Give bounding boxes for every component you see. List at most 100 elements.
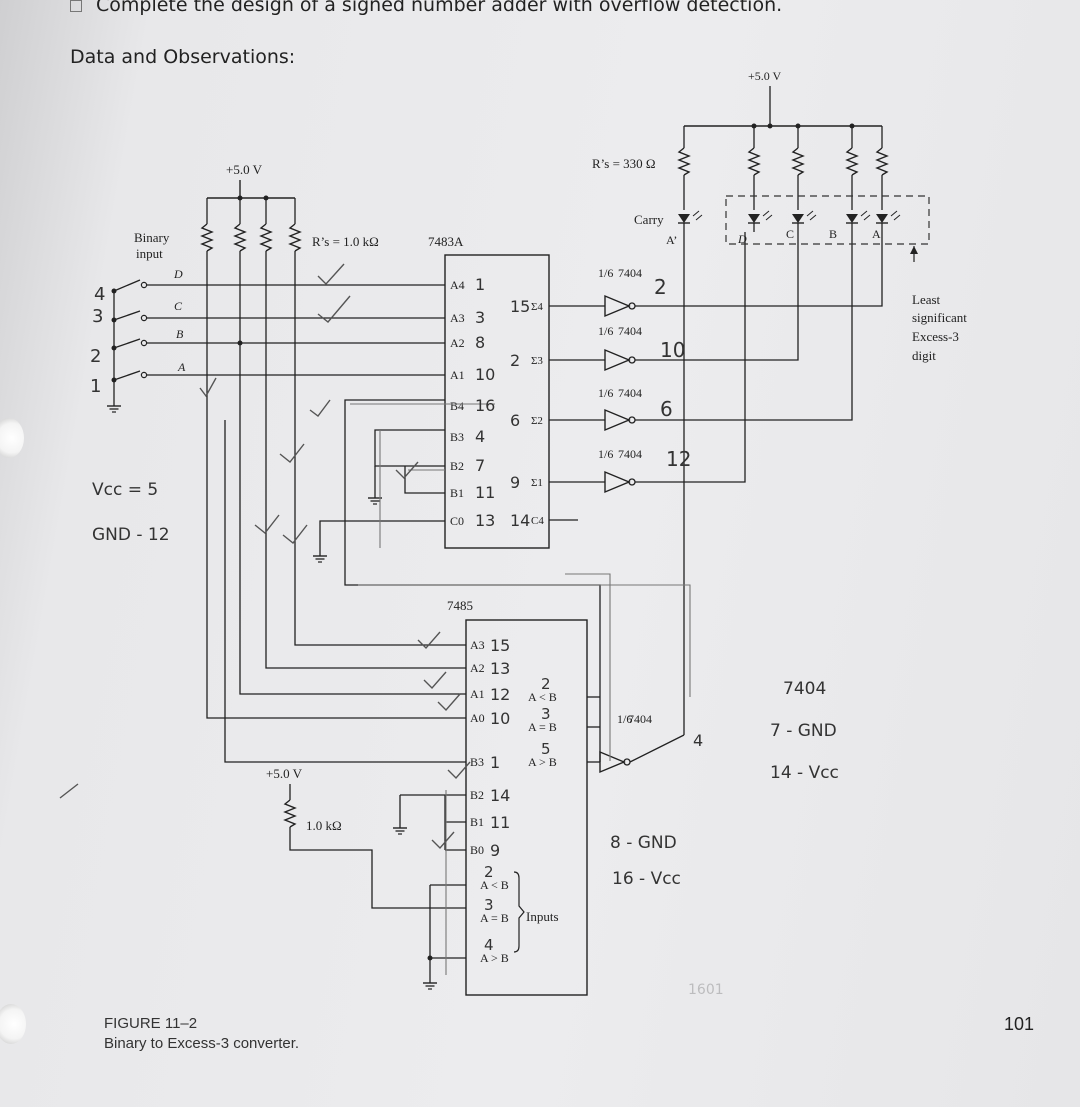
checkbox-icon[interactable] bbox=[70, 0, 82, 12]
handwritten-pin-number: 13 bbox=[490, 659, 510, 678]
input-resistor-d bbox=[201, 198, 213, 252]
handwritten-inverter-pin: 12 bbox=[666, 447, 691, 471]
led-c bbox=[791, 210, 817, 224]
inverter-2 bbox=[604, 349, 636, 371]
inverter-label-4: 7404 bbox=[618, 447, 642, 461]
comparator-pin-left: B1 bbox=[470, 815, 484, 829]
adder-pin-left: B1 bbox=[450, 486, 464, 500]
task-item: Complete the design of a signed number a… bbox=[70, 0, 782, 16]
switch-label-b: B bbox=[176, 327, 184, 341]
switch-c[interactable] bbox=[111, 310, 267, 323]
adder-pin-left: A2 bbox=[450, 336, 465, 350]
handwritten-pin-number: 2 bbox=[484, 863, 494, 881]
faint-pencil-mark: 1601 bbox=[688, 982, 724, 998]
handwritten-pin-number: 3 bbox=[484, 896, 494, 914]
handwritten-inverter-pin: 6 bbox=[660, 397, 673, 421]
handwritten-pin-number: 1 bbox=[490, 753, 500, 772]
adder-pin-right: Σ4 bbox=[531, 301, 543, 313]
led-a bbox=[875, 210, 901, 224]
handwritten-pin-number: 12 bbox=[490, 685, 510, 704]
inverter-3 bbox=[604, 409, 636, 431]
carry-sub-label: A’ bbox=[666, 233, 677, 247]
adder-pin-right: Σ1 bbox=[531, 477, 543, 489]
adder-pin-left: B2 bbox=[450, 459, 464, 473]
switch-a[interactable] bbox=[111, 370, 296, 383]
lsd-label-2: significant bbox=[912, 310, 967, 325]
handwritten-pin-number: 11 bbox=[475, 483, 495, 502]
handwritten-pin-number: 16 bbox=[475, 396, 495, 415]
figure-title: Binary to Excess-3 converter. bbox=[104, 1035, 300, 1052]
inverter-fraction-5: 1/6 bbox=[617, 712, 632, 726]
comparator-chip-label: 7485 bbox=[447, 598, 473, 613]
led-resistor-c bbox=[792, 126, 804, 210]
led-label-d: D bbox=[737, 232, 747, 246]
comparator-output-pin: A > B bbox=[528, 755, 557, 769]
handwritten-7485-vcc: 16 - Vcc bbox=[612, 869, 681, 889]
switch-b[interactable] bbox=[111, 338, 241, 351]
resistors-led-label: R’s = 330 Ω bbox=[592, 156, 656, 171]
bottom-resistor-label: 1.0 kΩ bbox=[306, 818, 342, 833]
input-resistor-a bbox=[289, 198, 301, 252]
excess3-led-box bbox=[725, 195, 930, 245]
inverter-1 bbox=[604, 295, 636, 317]
inverter-label-3: 7404 bbox=[618, 386, 642, 400]
inverter-5 bbox=[599, 751, 631, 773]
handwritten-pin-number: 14 bbox=[510, 511, 530, 530]
comparator-cascade-pin: A < B bbox=[480, 878, 509, 892]
handwritten-inverter-pin: 10 bbox=[660, 338, 685, 362]
comparator-chip bbox=[465, 619, 588, 996]
handwritten-pin-number: 15 bbox=[490, 636, 510, 655]
comparator-cascade-pin: A > B bbox=[480, 951, 509, 965]
switch-label-d: D bbox=[173, 267, 183, 281]
handwritten-pin-number: 10 bbox=[475, 365, 495, 384]
switch-d[interactable] bbox=[111, 279, 208, 294]
cascade-inputs-label: Inputs bbox=[526, 909, 559, 924]
inverter-label-5: 7404 bbox=[628, 712, 652, 726]
handwritten-7404-note: 7404 bbox=[783, 679, 826, 699]
inverter-fraction-1: 1/6 bbox=[598, 266, 613, 280]
handwritten-7404-vcc: 14 - Vcc bbox=[770, 763, 839, 783]
adder-pin-left: B4 bbox=[450, 399, 464, 413]
handwritten-pin-number: 3 bbox=[475, 308, 485, 327]
comparator-pin-left: A3 bbox=[470, 638, 485, 652]
handwritten-pin-number: 15 bbox=[510, 297, 530, 316]
led-label-b: B bbox=[829, 227, 837, 241]
adder-chip bbox=[444, 254, 550, 549]
comparator-pin-left: B2 bbox=[470, 788, 484, 802]
supply-label-right: +5.0 V bbox=[748, 69, 782, 83]
handwritten-pin-number: 5 bbox=[541, 740, 551, 758]
figure-number: FIGURE 11–2 bbox=[104, 1015, 198, 1032]
handwritten-pin-number: 6 bbox=[510, 411, 520, 430]
task-text: Complete the design of a signed number a… bbox=[96, 0, 783, 16]
adder-pin-left: B3 bbox=[450, 430, 464, 444]
handwritten-switch-number: 1 bbox=[90, 376, 101, 397]
handwritten-7404-gnd: 7 - GND bbox=[770, 721, 837, 741]
handwritten-switch-number: 3 bbox=[92, 306, 103, 327]
bottom-resistor bbox=[284, 799, 296, 828]
comparator-pin-left: A0 bbox=[470, 711, 485, 725]
binder-hole-top bbox=[0, 418, 24, 458]
handwritten-pin-number: 7 bbox=[475, 456, 485, 475]
page-number: 101 bbox=[1004, 1014, 1035, 1034]
comparator-pin-left: A1 bbox=[470, 687, 485, 701]
led-resistor-d bbox=[748, 126, 760, 210]
handwritten-pin-number: 9 bbox=[510, 473, 520, 492]
adder-pin-left: A4 bbox=[450, 278, 465, 292]
led-label-a: A bbox=[872, 227, 881, 241]
inverter-fraction-4: 1/6 bbox=[598, 447, 613, 461]
input-resistor-b bbox=[260, 198, 272, 252]
comparator-pin-left: B3 bbox=[470, 755, 484, 769]
handwritten-gnd-note: GND - 12 bbox=[92, 525, 170, 545]
comparator-output-pin: A < B bbox=[528, 690, 557, 704]
led-label-c: C bbox=[786, 227, 794, 241]
handwritten-pin-number: 2 bbox=[510, 351, 520, 370]
adder-chip-label: 7483A bbox=[428, 234, 464, 249]
lsd-label-3: Excess-3 bbox=[912, 329, 959, 344]
handwritten-annotations bbox=[59, 263, 691, 975]
handwritten-pin-number: 4 bbox=[484, 936, 494, 954]
switch-label-c: C bbox=[174, 299, 183, 313]
handwritten-pin-number: 8 bbox=[475, 333, 485, 352]
inverter-label-1: 7404 bbox=[618, 266, 642, 280]
comparator-pin-left: A2 bbox=[470, 661, 485, 675]
handwritten-pin-number: 2 bbox=[541, 675, 551, 693]
